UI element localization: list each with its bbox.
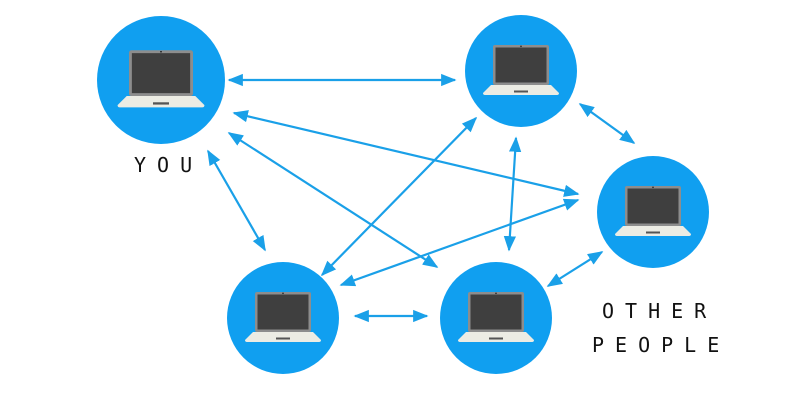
arrow-top-right-bottom-left [320, 116, 478, 277]
laptop-icon [245, 292, 321, 342]
arrow-right-bottom-left [339, 198, 580, 287]
you-label: YOU [134, 153, 204, 177]
arrow-right-bottom-mid [546, 251, 604, 287]
other-people-label-line1: OTHER [602, 299, 718, 323]
arrow-top-right-right [578, 103, 636, 144]
laptop-icon [458, 292, 534, 342]
arrow-you-bottom-left [207, 149, 266, 252]
node-right [597, 156, 709, 268]
node-top-right [465, 15, 577, 127]
arrow-top-right-bottom-mid [503, 136, 522, 252]
node-bottom-left [227, 262, 339, 374]
other-people-label-line2: PEOPLE [592, 333, 731, 357]
laptop-icon [117, 50, 205, 108]
node-you [97, 16, 225, 144]
laptop-icon [615, 186, 691, 236]
node-bottom-mid [440, 262, 552, 374]
laptop-icon [483, 45, 559, 95]
